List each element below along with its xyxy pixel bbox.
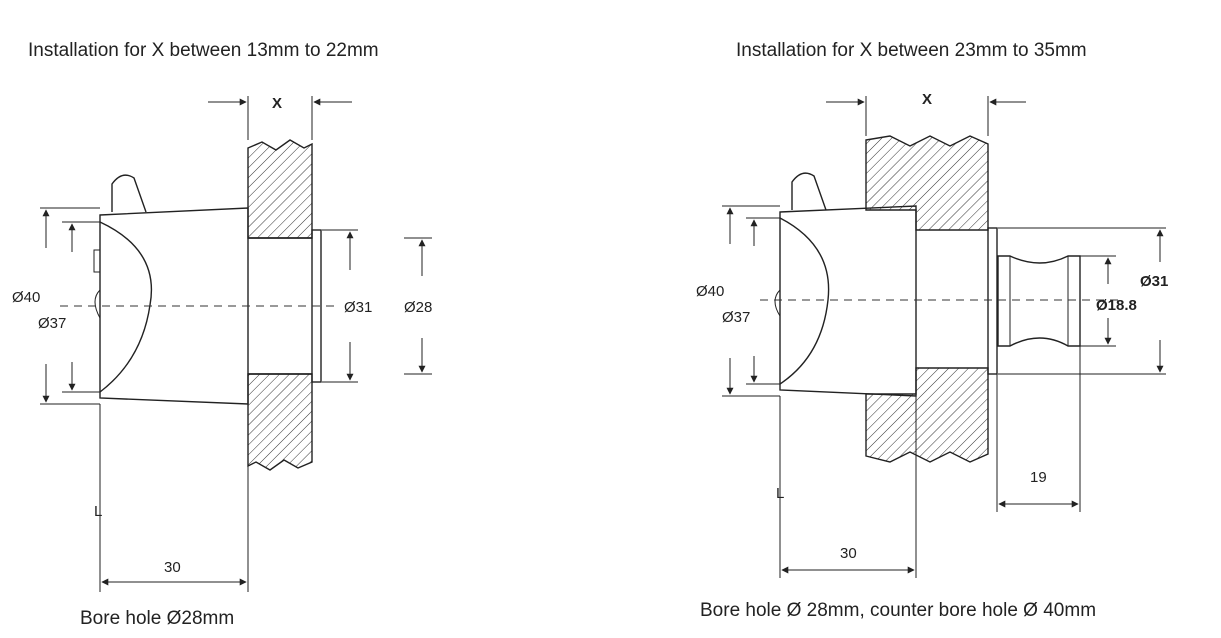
left-d31-label: Ø31 xyxy=(344,299,372,316)
left-d37-label: Ø37 xyxy=(38,315,66,332)
right-diagram-title: Installation for X between 23mm to 35mm xyxy=(736,40,1087,61)
right-d18-label: Ø18.8 xyxy=(1096,297,1137,314)
left-l-label: L xyxy=(94,503,102,520)
left-wall-upper xyxy=(247,139,313,239)
right-flange xyxy=(987,227,998,375)
right-diagram-caption: Bore hole Ø 28mm, counter bore hole Ø 40… xyxy=(700,600,1097,621)
left-d40-label: Ø40 xyxy=(12,289,40,306)
right-length-19-label: 19 xyxy=(1030,469,1047,486)
left-d28-label: Ø28 xyxy=(404,299,432,316)
right-l-label: L xyxy=(776,485,784,502)
right-wall-lower xyxy=(865,367,989,463)
left-x-label: X xyxy=(272,95,282,112)
right-d37-label: Ø37 xyxy=(722,309,750,326)
left-wall-lower xyxy=(247,373,313,471)
right-d40-label: Ø40 xyxy=(696,283,724,300)
right-length-30-label: 30 xyxy=(840,545,857,562)
left-drawing: X Ø40 Ø37 Ø31 Ø28 30 L xyxy=(12,95,432,592)
left-diagram-title: Installation for X between 13mm to 22mm xyxy=(28,40,379,61)
right-wall-upper xyxy=(865,135,989,231)
left-length-30-label: 30 xyxy=(164,559,181,576)
right-drawing: X Ø40 Ø37 Ø31 Ø18.8 19 30 L xyxy=(696,91,1168,578)
right-d31-label: Ø31 xyxy=(1140,273,1168,290)
right-x-label: X xyxy=(922,91,932,108)
left-diagram-caption: Bore hole Ø28mm xyxy=(80,608,235,629)
